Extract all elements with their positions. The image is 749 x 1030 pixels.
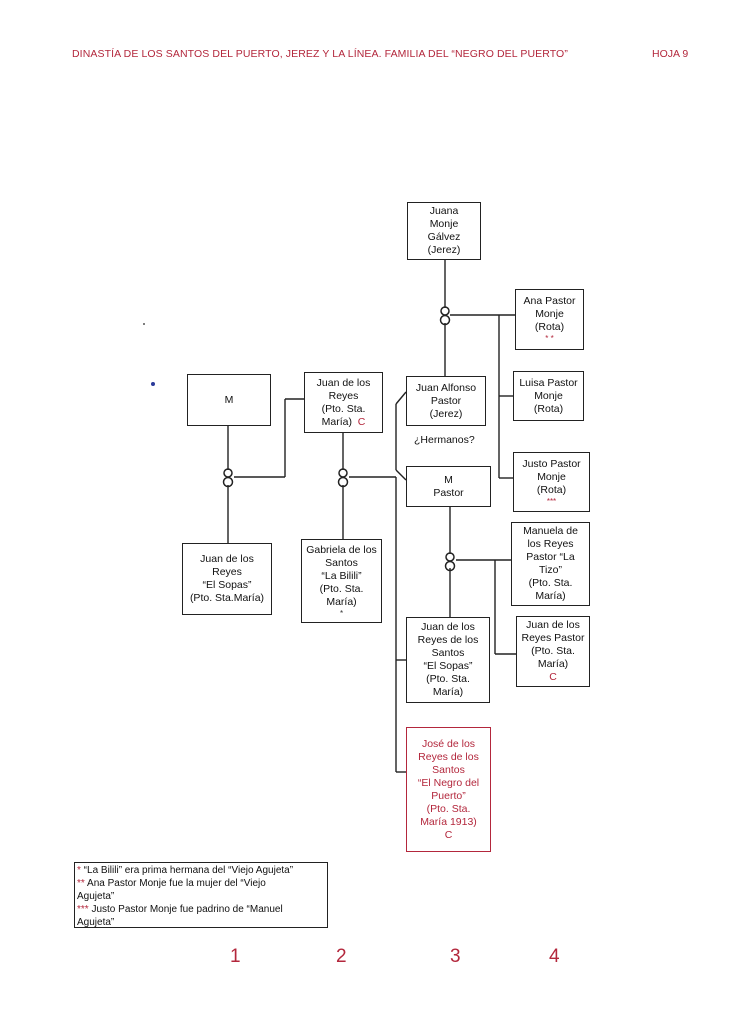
- footnotes-box: * “La Bilili” era prima hermana del “Vie…: [74, 862, 328, 928]
- footnote-3-cont: Agujeta”: [77, 917, 115, 928]
- person-gabriela-la-bilili: Gabriela de los Santos “La Bilili” (Pto.…: [301, 539, 382, 623]
- footnote-1: * “La Bilili” era prima hermana del “Vie…: [77, 865, 294, 876]
- person-jose-el-negro-del-puerto: José de los Reyes de los Santos “El Negr…: [406, 727, 491, 852]
- footnote-mark: * *: [545, 334, 554, 343]
- marriage-symbols: [222, 306, 456, 572]
- column-number-3: 3: [450, 946, 461, 967]
- person-justo-pastor-monje: Justo Pastor Monje (Rota) ***: [513, 452, 590, 512]
- c-mark: C: [357, 415, 366, 428]
- person-m-pastor: M Pastor: [406, 466, 491, 507]
- person-juan-reyes-pastor: Juan de los Reyes Pastor (Pto. Sta. Marí…: [516, 616, 590, 687]
- scan-speck: [143, 323, 145, 325]
- hermanos-label: ¿Hermanos?: [414, 434, 475, 446]
- person-juan-reyes-de-los-santos: Juan de los Reyes de los Santos “El Sopa…: [406, 617, 490, 703]
- person-manuela-la-tizo: Manuela de los Reyes Pastor “La Tizo” (P…: [511, 522, 590, 606]
- scan-speck: [151, 382, 155, 386]
- footnote-mark: ***: [546, 496, 557, 506]
- column-number-1: 1: [230, 946, 241, 967]
- page-number: HOJA 9: [652, 48, 689, 60]
- column-number-4: 4: [549, 946, 560, 967]
- person-ana-pastor-monje: Ana Pastor Monje (Rota) * *: [515, 289, 584, 350]
- page-title: DINASTÍA DE LOS SANTOS DEL PUERTO, JEREZ…: [72, 48, 568, 60]
- footnote-2: ** Ana Pastor Monje fue la mujer del “Vi…: [77, 878, 266, 889]
- c-mark: C: [549, 671, 557, 683]
- person-juan-alfonso-pastor: Juan Alfonso Pastor (Jerez): [406, 376, 486, 426]
- person-juan-de-los-reyes-col2: Juan de los Reyes (Pto. Sta. María) C: [304, 372, 383, 433]
- footnote-3: *** Justo Pastor Monje fue padrino de “M…: [77, 904, 283, 915]
- column-number-2: 2: [336, 946, 347, 967]
- person-juana-monje-galvez: Juana Monje Gálvez (Jerez): [407, 202, 481, 260]
- footnote-2-cont: Agujeta”: [77, 891, 115, 902]
- person-luisa-pastor-monje: Luisa Pastor Monje (Rota): [513, 371, 584, 421]
- footnote-mark: *: [339, 608, 344, 618]
- person-juan-el-sopas-col1: Juan de los Reyes “El Sopas” (Pto. Sta.M…: [182, 543, 272, 615]
- person-m-unknown: M: [187, 374, 271, 426]
